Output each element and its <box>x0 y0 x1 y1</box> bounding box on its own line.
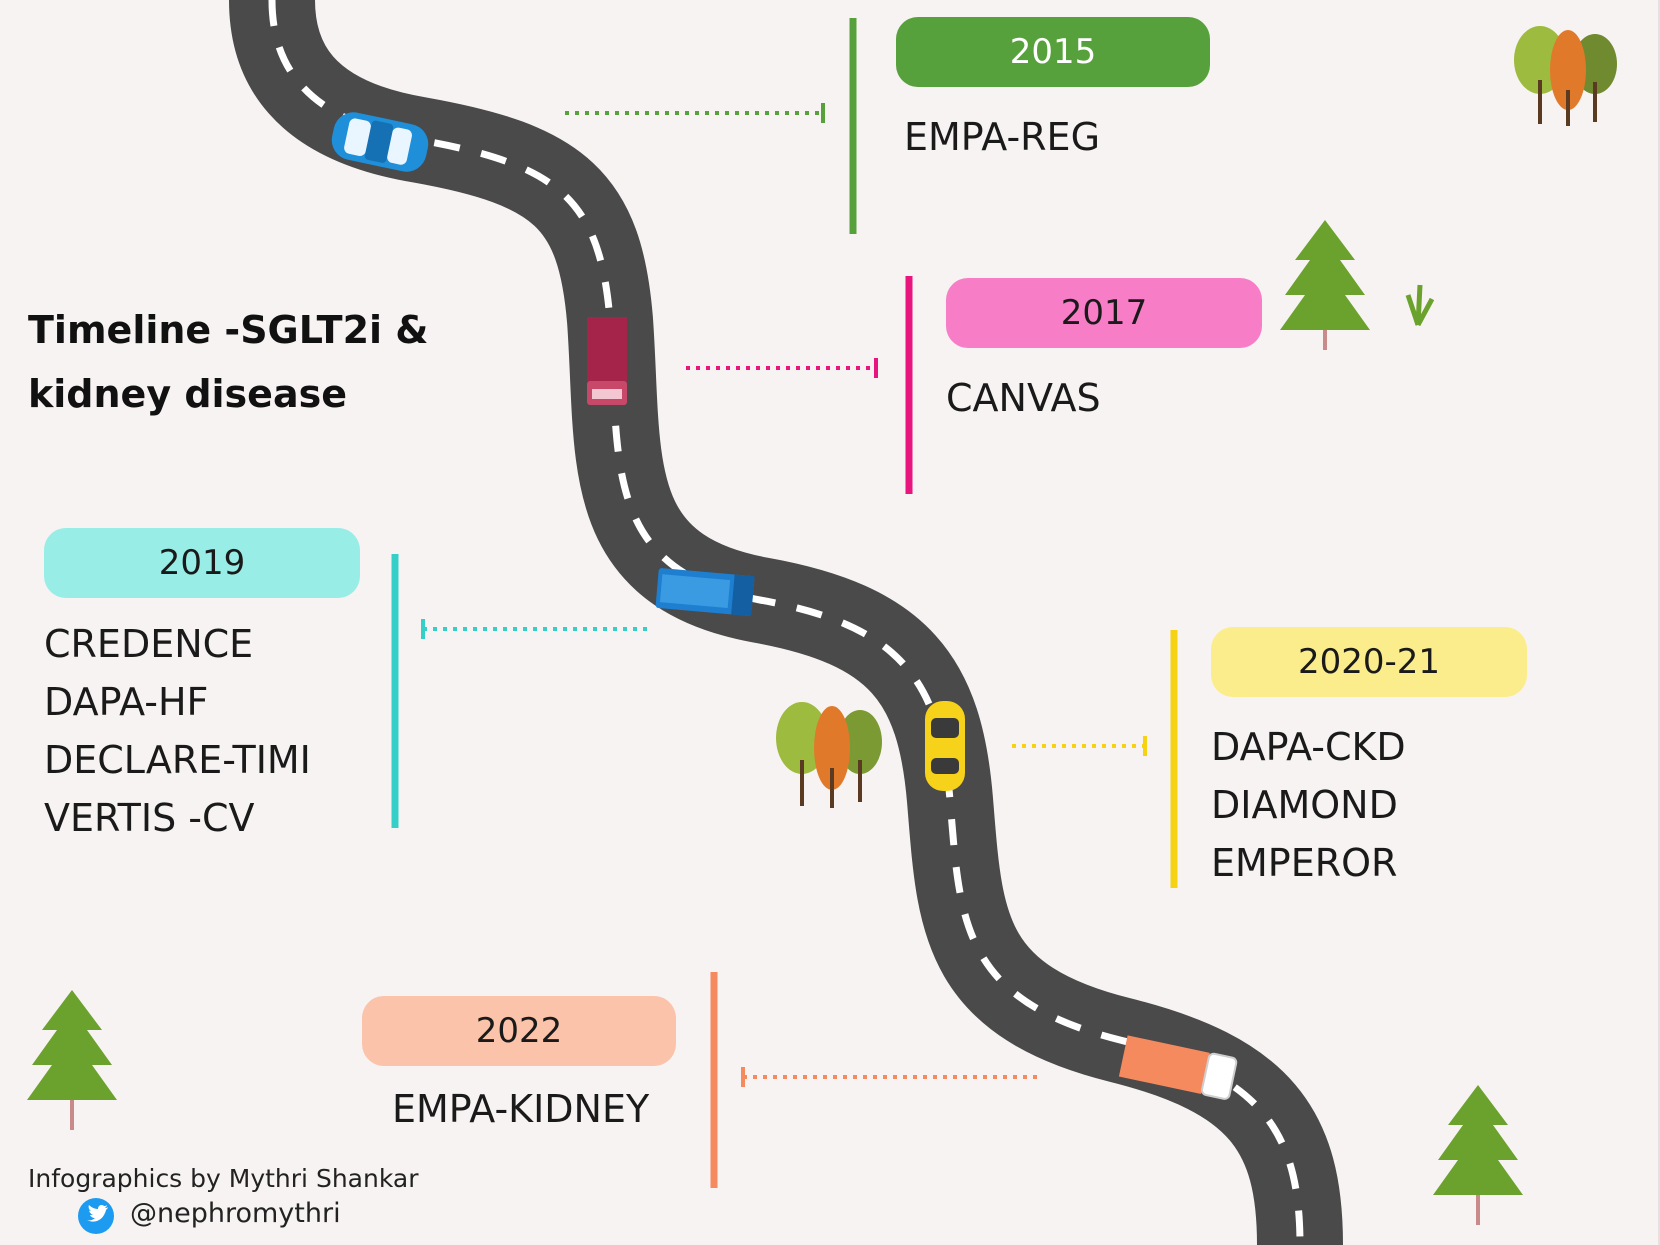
trials-2015: EMPA-REG <box>904 108 1100 166</box>
trials-2019: CREDENCE DAPA-HF DECLARE-TIMI VERTIS -CV <box>44 615 311 847</box>
year-badge-2015: 2015 <box>896 17 1210 87</box>
trial-name: EMPA-KIDNEY <box>392 1087 650 1131</box>
trial-name: EMPEROR <box>1211 841 1398 885</box>
trial-name: DECLARE-TIMI <box>44 738 311 782</box>
trial-name: DAPA-HF <box>44 680 209 724</box>
trial-name: DAPA-CKD <box>1211 725 1406 769</box>
trials-2017: CANVAS <box>946 369 1101 427</box>
blue-van-icon <box>655 568 755 617</box>
orange-truck-icon <box>1118 1035 1238 1100</box>
year-badge-2017: 2017 <box>946 278 1262 348</box>
red-truck-icon <box>587 317 627 405</box>
twitter-handle[interactable]: @nephromythri <box>130 1198 341 1229</box>
trial-name: EMPA-REG <box>904 115 1101 159</box>
yellow-car-icon <box>925 701 965 791</box>
trials-2020-21: DAPA-CKD DIAMOND EMPEROR <box>1211 718 1406 892</box>
credit-text: Infographics by Mythri Shankar <box>28 1164 419 1193</box>
twitter-bird-icon <box>78 1198 114 1234</box>
trial-name: CREDENCE <box>44 622 254 666</box>
grass-icon <box>1405 284 1435 327</box>
pine-tree-icon <box>1280 220 1370 350</box>
title-line-2: kidney disease <box>28 372 347 416</box>
year-badge-2020-21: 2020-21 <box>1211 627 1527 697</box>
trial-name: VERTIS -CV <box>44 796 255 840</box>
road-center-dashes <box>268 0 1304 1245</box>
year-badge-2022: 2022 <box>362 996 676 1066</box>
pine-tree-icon <box>27 990 117 1130</box>
trial-name: DIAMOND <box>1211 783 1398 827</box>
autumn-trees-icon <box>776 702 882 808</box>
pine-tree-icon <box>1433 1085 1523 1225</box>
trial-name: CANVAS <box>946 376 1101 420</box>
blue-car-icon <box>331 112 429 172</box>
autumn-trees-icon <box>1514 26 1617 126</box>
trials-2022: EMPA-KIDNEY <box>392 1080 649 1138</box>
title-line-1: Timeline -SGLT2i & <box>28 308 429 352</box>
year-badge-2019: 2019 <box>44 528 360 598</box>
